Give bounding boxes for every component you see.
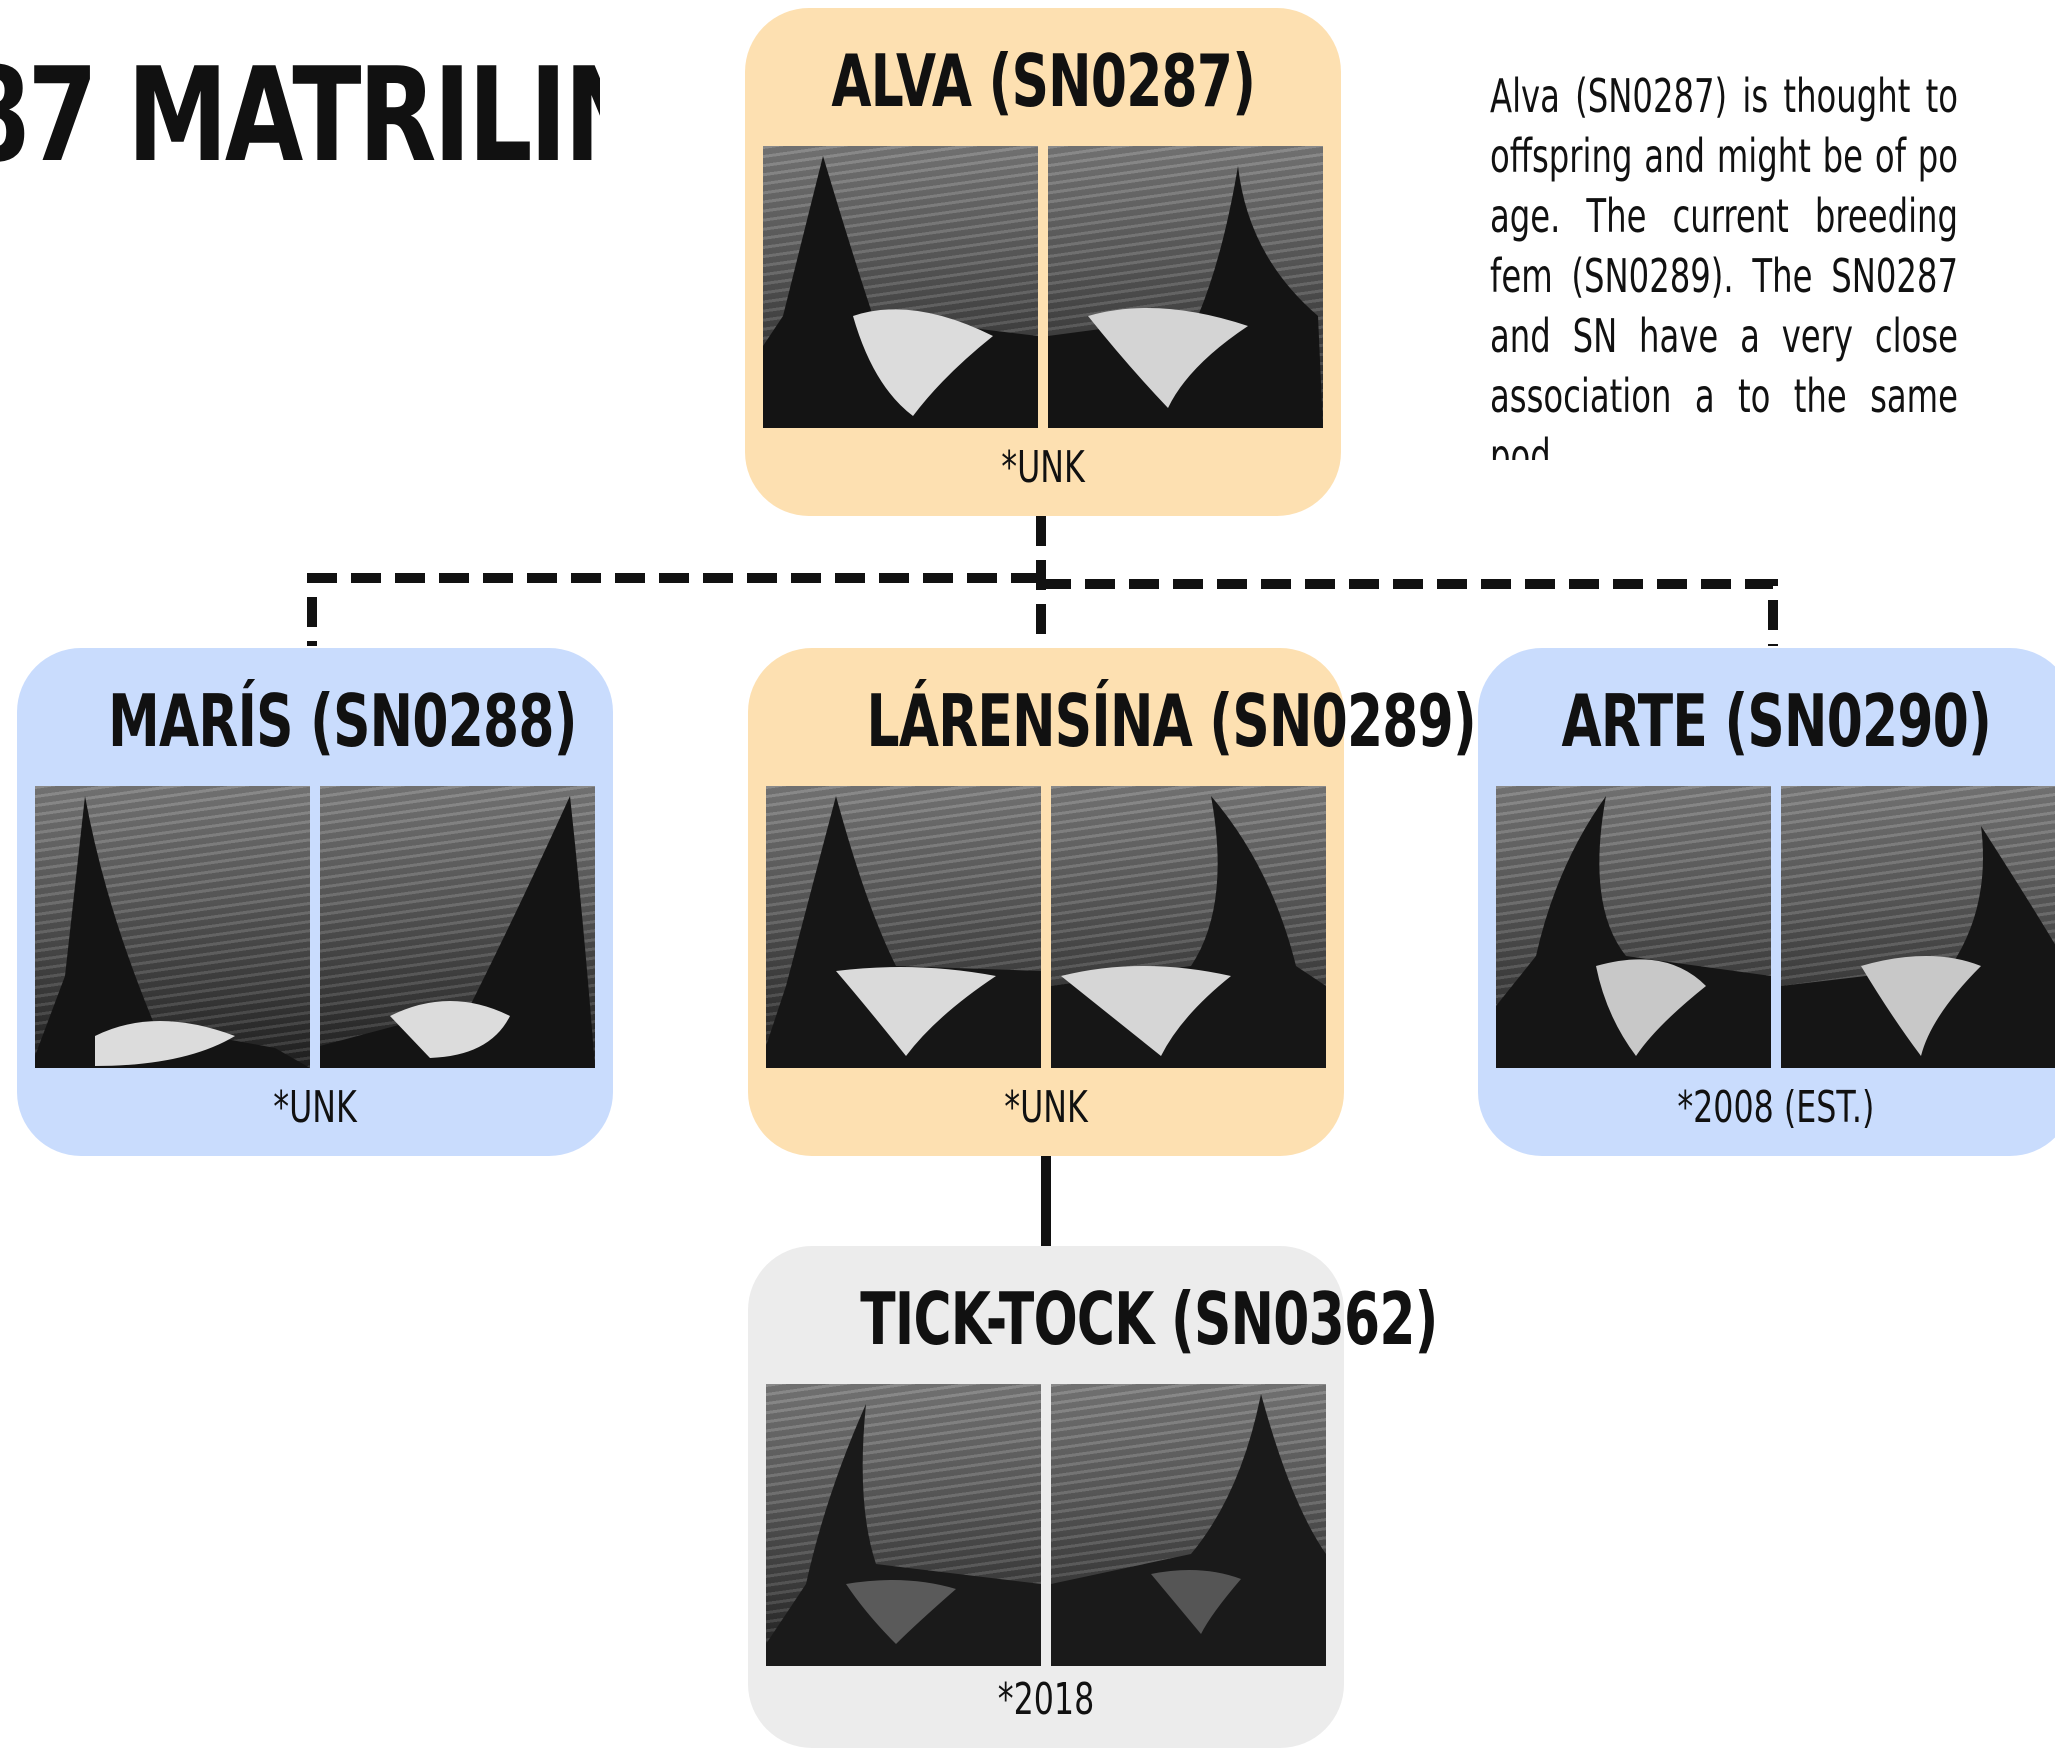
card-name: ARTE (SN0290)	[1478, 678, 2055, 764]
fin-photo-right	[320, 786, 595, 1068]
fin-photo-right	[1781, 786, 2055, 1068]
alva-birth: *UNK	[1001, 442, 1085, 493]
card-ticktock: TICK-TOCK (SN0362) *2018	[748, 1246, 1438, 1748]
fin-photo-left	[35, 786, 310, 1068]
fin-photo-right	[1051, 1384, 1326, 1666]
fin-photo-left	[766, 786, 1041, 1068]
birth-label: *UNK	[748, 1082, 1344, 1134]
fin-photo-left	[1496, 786, 1771, 1068]
card-name: TICK-TOCK (SN0362)	[748, 1276, 1438, 1362]
larensina-birth: *UNK	[1004, 1082, 1088, 1133]
card-name: MARÍS (SN0288)	[17, 678, 613, 764]
larensina-name: LÁRENSÍNA (SN0289)	[866, 679, 1477, 763]
fin-photo-right	[1051, 786, 1326, 1068]
fin-photo-left	[766, 1384, 1041, 1666]
connector-to-maris	[307, 573, 1041, 646]
arte-birth: *2008 (EST.)	[1677, 1082, 1875, 1133]
card-larensina: LÁRENSÍNA (SN0289) *UNK	[748, 648, 1477, 1156]
birth-label: *UNK	[745, 442, 1341, 494]
title-container: 87 MATRILINE	[0, 0, 600, 220]
card-alva: ALVA (SN0287) *UNK	[745, 8, 1341, 516]
card-name: ALVA (SN0287)	[745, 38, 1341, 124]
photo-row	[763, 146, 1323, 428]
card-arte: ARTE (SN0290) *2008 (EST.)	[1478, 648, 2055, 1156]
maris-birth: *UNK	[273, 1082, 357, 1133]
photo-row	[766, 786, 1326, 1068]
card-maris: MARÍS (SN0288) *UNK	[17, 648, 613, 1156]
arte-name: ARTE (SN0290)	[1561, 679, 1992, 763]
birth-label: *2008 (EST.)	[1478, 1082, 2055, 1134]
ticktock-birth: *2018	[997, 1674, 1095, 1725]
photo-row	[766, 1384, 1326, 1666]
birth-label: *UNK	[17, 1082, 613, 1134]
description-container: Alva (SN0287) is thought to offspring an…	[0, 0, 2055, 460]
maris-name: MARÍS (SN0288)	[108, 679, 577, 763]
card-name: LÁRENSÍNA (SN0289)	[748, 678, 1477, 764]
connector-to-arte	[1041, 579, 1778, 646]
page-title: 87 MATRILINE	[0, 39, 600, 191]
birth-label: *2018	[748, 1674, 1344, 1726]
photo-row	[35, 786, 595, 1068]
photo-row	[1496, 786, 2055, 1068]
fin-photo-left	[763, 146, 1038, 428]
ticktock-name: TICK-TOCK (SN0362)	[860, 1277, 1438, 1361]
alva-name: ALVA (SN0287)	[831, 39, 1256, 123]
description-text: Alva (SN0287) is thought to offspring an…	[1490, 69, 1958, 460]
fin-photo-right	[1048, 146, 1323, 428]
